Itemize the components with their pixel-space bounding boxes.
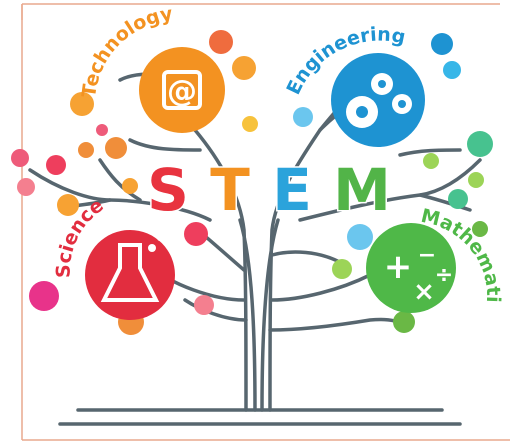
svg-text:+: + — [384, 247, 413, 287]
at-sign-icon — [162, 70, 202, 110]
decorative-dots — [11, 30, 493, 335]
branch-right-twig — [418, 193, 472, 212]
svg-text:×: × — [413, 277, 435, 307]
branch-left-mid — [128, 138, 202, 152]
gears-icon — [346, 73, 412, 128]
flask-icon — [100, 243, 160, 302]
branch-right-long — [298, 158, 482, 222]
stem-title: S T E M — [146, 155, 393, 226]
branch-science-low — [183, 298, 248, 322]
svg-text:÷: ÷ — [435, 263, 453, 288]
technology-bubble: @ — [139, 47, 225, 133]
mathematics-bubble: + − × ÷ — [366, 223, 456, 313]
trunk-inner-left — [238, 218, 257, 412]
branch-mathematics-low — [268, 317, 407, 332]
stem-letter-t: T — [210, 156, 250, 224]
stem-letter-e: E — [272, 156, 312, 224]
at-sign-glyph: @ — [167, 74, 197, 109]
math-symbols-icon: + − × ÷ — [384, 243, 453, 307]
stem-letter-m: M — [333, 156, 391, 224]
branch-mathematics — [270, 273, 372, 302]
branch-right-upper — [398, 148, 462, 157]
engineering-bubble — [331, 53, 425, 147]
stem-letter-s: S — [147, 156, 189, 224]
svg-text:−: − — [418, 243, 436, 268]
trunk-inner-right — [260, 218, 280, 412]
science-bubble — [85, 230, 175, 320]
branch-left-twig — [98, 158, 142, 202]
